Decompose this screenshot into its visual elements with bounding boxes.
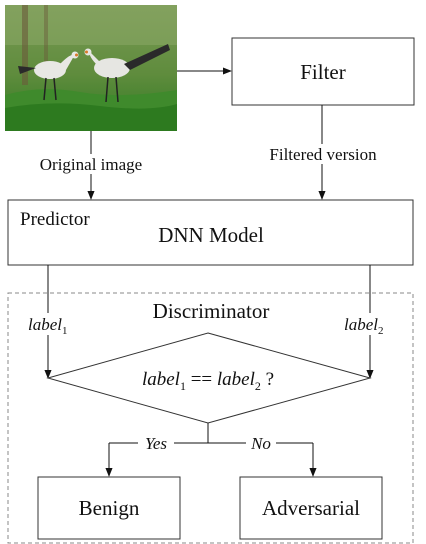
- predictor-label: Predictor: [20, 209, 90, 230]
- yes-branch-label: Yes: [145, 434, 167, 453]
- label1-edge-text: label1: [28, 315, 68, 337]
- dnn-model-label: DNN Model: [158, 223, 264, 247]
- filter-label: Filter: [300, 60, 346, 84]
- original-image-photo: [5, 5, 177, 131]
- benign-label: Benign: [79, 496, 140, 520]
- adversarial-box: [239, 476, 383, 540]
- comparison-text: label1 == label2 ?: [142, 369, 274, 393]
- original-image-label: Original image: [40, 155, 142, 174]
- predictor-box: [7, 199, 414, 266]
- filter-box: [231, 37, 415, 106]
- discriminator-container: [7, 292, 414, 544]
- adversarial-label: Adversarial: [262, 496, 360, 520]
- benign-box: [37, 476, 181, 540]
- filtered-version-label: Filtered version: [269, 145, 377, 164]
- label2-edge-text: label2: [344, 315, 384, 337]
- no-branch-label: No: [250, 434, 271, 453]
- discriminator-label: Discriminator: [153, 299, 270, 323]
